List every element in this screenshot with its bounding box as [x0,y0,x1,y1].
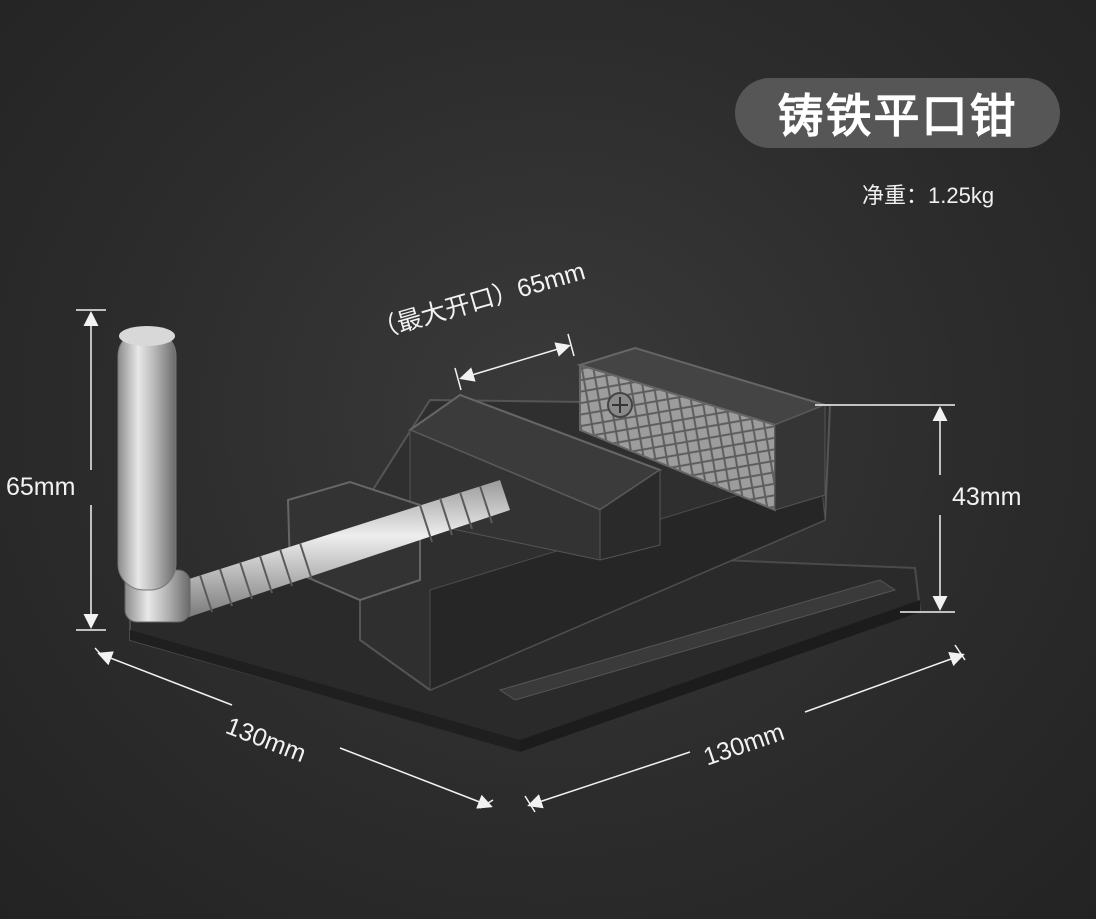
jaw-height-label: 43mm [952,483,1022,511]
net-weight-label: 净重：1.25kg [862,183,995,208]
handle-height-label: 65mm [6,473,76,501]
product-title: 铸铁平口钳 [735,78,1060,148]
dimension-lines [76,309,966,813]
vise-handle [117,326,177,591]
